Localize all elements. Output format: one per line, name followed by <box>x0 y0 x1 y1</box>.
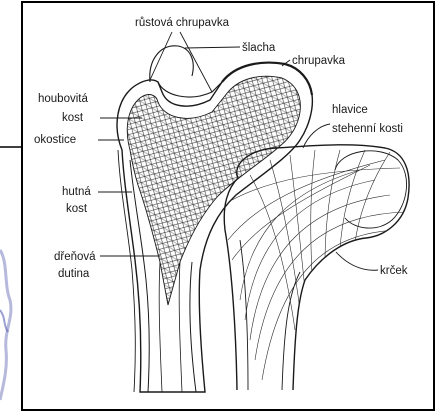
label-femoral-head-line1: hlavice <box>332 104 368 116</box>
label-tendon: šlacha <box>242 42 276 54</box>
label-neck: krček <box>380 265 408 277</box>
label-compact-bone-line1: hutná <box>62 186 91 198</box>
label-growth-cartilage: růstová chrupavka <box>135 17 230 29</box>
femur-section <box>117 46 312 392</box>
stray-background-fragment <box>0 147 22 400</box>
label-spongy-bone-line1: houbovitá <box>38 93 88 105</box>
growth-cartilage-cap <box>158 82 222 97</box>
spongy-bone-region <box>127 76 300 305</box>
label-cartilage: chrupavka <box>292 55 346 67</box>
label-spongy-bone-line2: kost <box>62 112 84 124</box>
femoral-head <box>335 151 407 228</box>
label-periosteum: okostice <box>34 134 76 146</box>
tendon <box>150 46 193 82</box>
label-marrow-cavity-line1: dřeňová <box>54 251 96 263</box>
label-marrow-cavity-line2: dutina <box>58 268 90 280</box>
label-compact-bone-line2: kost <box>66 203 88 215</box>
label-femoral-head-line2: stehenní kosti <box>332 123 403 135</box>
